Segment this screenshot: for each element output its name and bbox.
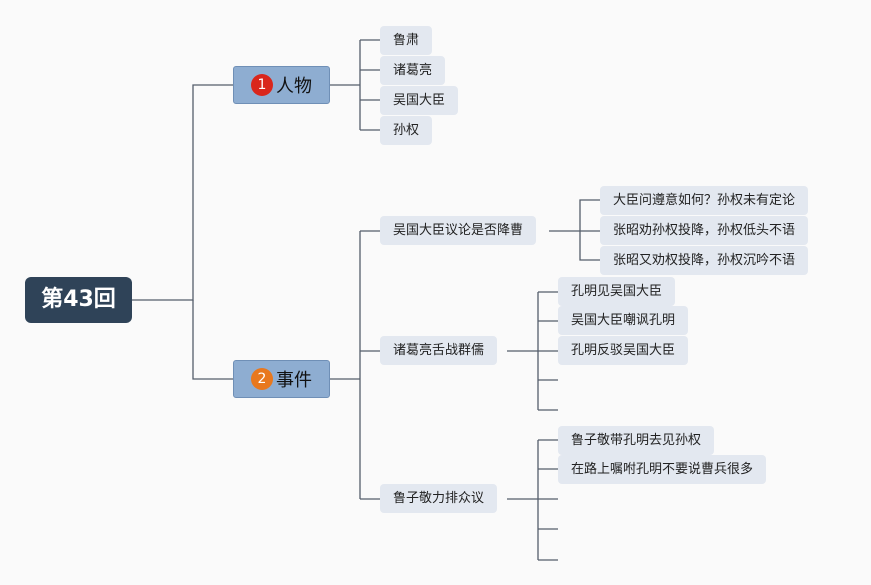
priority-2-icon: 2	[251, 368, 273, 390]
event-detail[interactable]: 孔明反驳吴国大臣	[558, 336, 689, 365]
people-item[interactable]: 鲁肃	[380, 26, 433, 55]
root-topic[interactable]: 第43回	[25, 277, 132, 323]
branch-events[interactable]: 2 事件	[233, 360, 330, 398]
connector-topic2-ticks	[538, 291, 558, 411]
connector-events-ticks	[360, 230, 380, 500]
event-detail[interactable]: 张昭劝孙权投降，孙权低头不语	[600, 216, 809, 245]
event-detail[interactable]: 鲁子敬带孔明去见孙权	[558, 426, 715, 455]
priority-1-icon: 1	[251, 74, 273, 96]
branch-label: 事件	[276, 370, 312, 391]
connector-root-people	[132, 84, 233, 301]
people-item[interactable]: 诸葛亮	[380, 56, 446, 85]
event-detail[interactable]: 张昭又劝权投降，孙权沉吟不语	[600, 246, 809, 275]
connector-topic1	[549, 199, 600, 261]
people-item[interactable]: 吴国大臣	[380, 86, 459, 115]
connector-topic3-ticks	[538, 439, 558, 561]
branch-label: 人物	[276, 76, 312, 97]
event-detail[interactable]: 吴国大臣嘲讽孔明	[558, 306, 689, 335]
connector-people-ticks	[360, 39, 380, 131]
event-detail[interactable]: 大臣问遵意如何？孙权未有定论	[600, 186, 809, 215]
event-detail[interactable]: 在路上嘱咐孔明不要说曹兵很多	[558, 455, 767, 484]
event-detail[interactable]: 孔明见吴国大臣	[558, 277, 676, 306]
branch-people[interactable]: 1 人物	[233, 66, 330, 104]
event-topic[interactable]: 吴国大臣议论是否降曹	[380, 216, 537, 245]
connector-root-events	[192, 300, 233, 380]
event-topic[interactable]: 鲁子敬力排众议	[380, 484, 498, 513]
event-topic[interactable]: 诸葛亮舌战群儒	[380, 336, 498, 365]
people-item[interactable]: 孙权	[380, 116, 433, 145]
